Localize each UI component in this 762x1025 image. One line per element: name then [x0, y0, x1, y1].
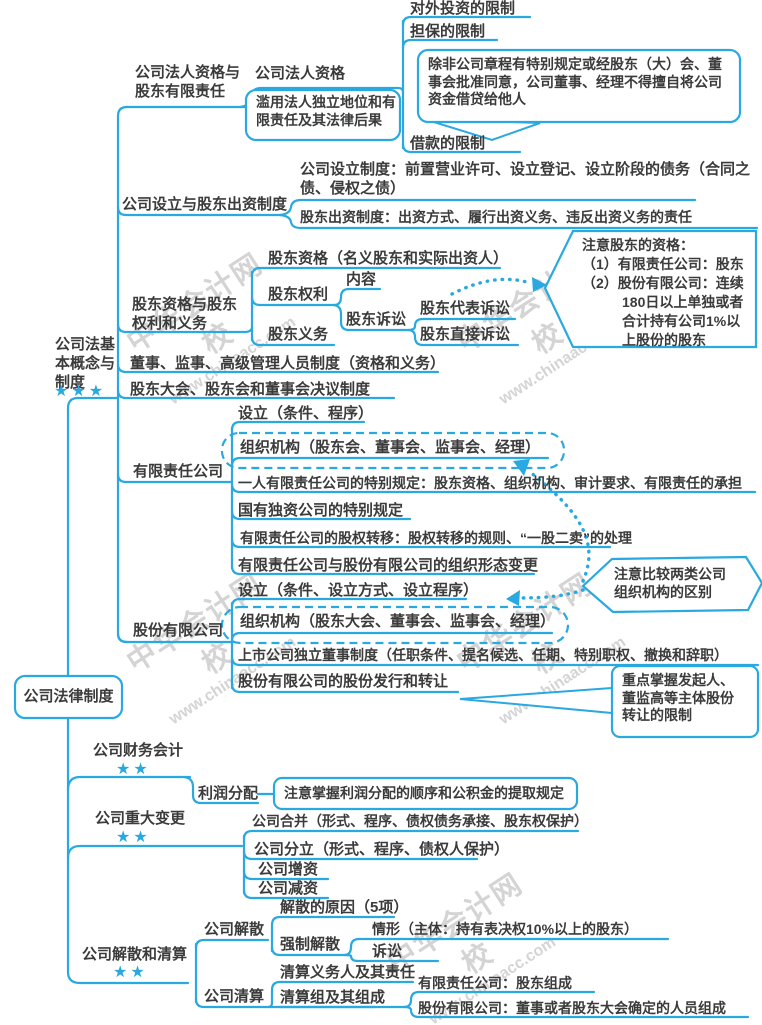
- dotted-arrow-to-shareholder-note: [450, 277, 532, 296]
- node-meetings: 股东大会、股东会和董事会决议制度: [130, 381, 371, 398]
- node-loan-limit: 借款的限制: [410, 135, 486, 152]
- arrowhead-left-icon: [506, 590, 520, 606]
- note-share-transfer: 重点掌握发起人、董监高等主体股份转让的限制: [622, 672, 734, 723]
- loan-note-box: [416, 48, 742, 124]
- shareholder-note-bubble: [543, 229, 758, 349]
- node-liquidation: 公司清算: [204, 988, 265, 1005]
- branch-dissolution-stars: ★★: [113, 964, 148, 981]
- branch-concepts-stars: ★★★: [54, 383, 107, 400]
- node-forced-situation: 情形（主体：持有表决权10%以上的股东）: [372, 921, 639, 937]
- node-dissolution: 公司解散: [204, 921, 265, 938]
- dotted-arrow-to-llc-org: [528, 470, 591, 583]
- dotted-arrow-to-jsc-org: [518, 588, 585, 600]
- node-llc-org: 组织机构（股东会、董事会、监事会、经理）: [240, 439, 541, 456]
- node-llc-state-owned: 国有独资公司的特别规定: [238, 502, 404, 519]
- node-abuse: 滥用法人独立地位和有限责任及其法律后果: [256, 94, 396, 128]
- node-investment-limit: 对外投资的限制: [410, 0, 516, 17]
- node-establishment: 公司设立与股东出资制度: [122, 196, 288, 213]
- node-capital-increase: 公司增资: [258, 861, 319, 878]
- node-rights-content: 内容: [346, 271, 377, 288]
- node-llc-setup: 设立（条件、程序）: [238, 405, 374, 422]
- node-liquidation-group: 清算组及其组成: [280, 989, 386, 1006]
- node-forced-dissolution: 强制解散: [280, 936, 341, 953]
- jsc-org-dashed-oval: [220, 605, 570, 645]
- node-shareholder: 股东资格与股东权利和义务: [132, 296, 238, 332]
- note-shareholder-qualification: 注意股东的资格： （1）有限责任公司：股东 （2）股份有限公司：连续 180日以…: [582, 237, 744, 348]
- node-division: 公司分立（形式、程序、债权人保护）: [254, 841, 510, 858]
- arrowhead-right-icon: [532, 277, 547, 292]
- node-qualification: 股东资格（名义股东和实际出资人）: [268, 250, 509, 267]
- node-jsc-setup: 设立（条件、设立方式、设立程序）: [238, 582, 479, 599]
- node-legal-person: 公司法人资格: [255, 65, 346, 82]
- node-directors: 董事、监事、高级管理人员制度（资格和义务）: [130, 355, 446, 372]
- node-liquidation-obligor: 清算义务人及其责任: [280, 964, 416, 981]
- node-capital-decrease: 公司减资: [258, 880, 319, 897]
- node-profit: 利润分配: [198, 785, 259, 802]
- node-capital-system: 股东出资制度：出资方式、履行出资义务、违反出资义务的责任: [300, 209, 692, 225]
- node-jsc-org: 组织机构（股东大会、董事会、监事会、经理）: [240, 613, 556, 630]
- node-llc-form-change: 有限责任公司与股份有限公司的组织形态变更: [238, 557, 539, 574]
- branch-changes-label: 公司重大变更: [95, 810, 186, 827]
- node-duties: 股东义务: [268, 326, 329, 343]
- profit-note-box: [272, 776, 579, 811]
- branch-finance-label: 公司财务会计: [93, 742, 184, 759]
- arrowhead-upleft-icon: [513, 459, 530, 476]
- note-compare-org: 注意比较两类公司组织机构的区别: [614, 566, 726, 600]
- abuse-node-box: [244, 88, 402, 142]
- node-jsc: 股份有限公司: [133, 622, 224, 639]
- compare-note-bubble: [581, 555, 762, 614]
- node-share-issue: 股份有限公司的股份发行和转让: [238, 673, 449, 690]
- node-llc-one-person: 一人有限责任公司的特别规定：股东资格、组织机构、审计要求、有限责任的承担: [238, 475, 742, 491]
- node-setup-system: 公司设立制度：前置营业许可、设立登记、设立阶段的债务（合同之债、侵权之债）: [300, 161, 751, 197]
- branch-concepts-label: 公司法基本概念与制度: [55, 336, 116, 391]
- note-loan: 除非公司章程有特别规定或经股东（大）会、董事会批准同意，公司董事、经理不得擅自将…: [428, 56, 722, 107]
- node-llc: 有限责任公司: [133, 463, 224, 480]
- note-profit: 注意掌握利润分配的顺序和公积金的提取规定: [284, 785, 564, 801]
- branch-finance-stars: ★★: [116, 761, 151, 778]
- node-merger: 公司合并（形式、程序、债权债务承接、股东权保护）: [252, 813, 588, 829]
- node-independent-director: 上市公司独立董事制度（任职条件、提名候选、任期、特别职权、撤换和辞职）: [238, 647, 728, 663]
- node-dissolution-reasons: 解散的原因（5项）: [280, 899, 409, 916]
- branch-changes-stars: ★★: [116, 829, 151, 846]
- node-litigation: 股东诉讼: [346, 311, 407, 328]
- node-corp-personality: 公司法人资格与股东有限责任: [135, 64, 241, 100]
- node-derivative-suit: 股东代表诉讼: [420, 300, 511, 317]
- node-group-llc: 有限责任公司：股东组成: [418, 975, 572, 991]
- node-forced-lawsuit: 诉讼: [372, 943, 403, 960]
- root-node-label: 公司法律制度: [23, 688, 114, 705]
- transfer-note-box: [610, 664, 760, 739]
- node-llc-equity-transfer: 有限责任公司的股权转移：股权转移的规则、“一股二卖”的处理: [240, 530, 632, 546]
- node-group-jsc: 股份有限公司：董事或者股东大会确定的人员组成: [418, 1000, 726, 1016]
- branch-dissolution-label: 公司解散和清算: [82, 946, 188, 963]
- root-node-box: [13, 674, 124, 720]
- node-guarantee-limit: 担保的限制: [410, 23, 486, 40]
- node-direct-suit: 股东直接诉讼: [420, 326, 511, 343]
- node-rights: 股东权利: [268, 286, 329, 303]
